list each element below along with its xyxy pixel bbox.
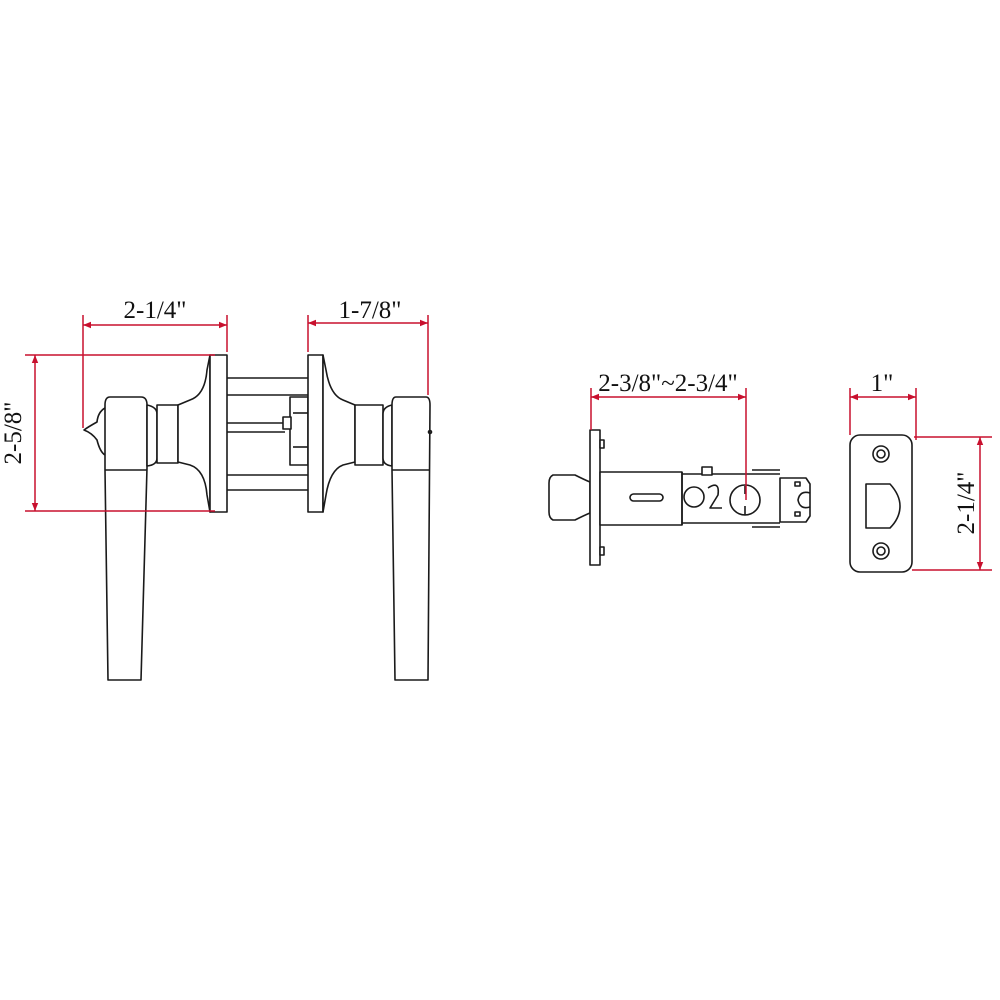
spindle-rods: [227, 377, 309, 491]
left-lever-end-cap: [83, 407, 106, 456]
latch-faceplate: [589, 429, 601, 566]
dim-label-rose-diameter: 2-5/8": [0, 402, 27, 465]
strike-plate-drawing: [849, 434, 913, 573]
left-lever-handle: [104, 396, 148, 681]
latch-tail: [779, 477, 811, 523]
latch-drawing: [548, 429, 811, 566]
right-lever-handle: [391, 396, 431, 681]
lever-set-drawing: [83, 354, 433, 681]
left-rose: [177, 354, 211, 513]
latch-bolt: [548, 474, 591, 521]
strike-plate: [849, 434, 913, 573]
dim-label-lever-projection-inner: 1-7/8": [339, 297, 402, 324]
strike-latch-hole: [865, 483, 901, 529]
dim-label-lever-projection: 2-1/4": [124, 297, 187, 324]
dimension-lines: [25, 315, 992, 571]
dim-label-strike-width: 1": [871, 370, 894, 397]
dim-label-strike-height: 2-1/4": [953, 472, 980, 535]
dim-label-backset: 2-3/8"~2-3/4": [598, 370, 737, 397]
right-rose: [322, 354, 356, 513]
